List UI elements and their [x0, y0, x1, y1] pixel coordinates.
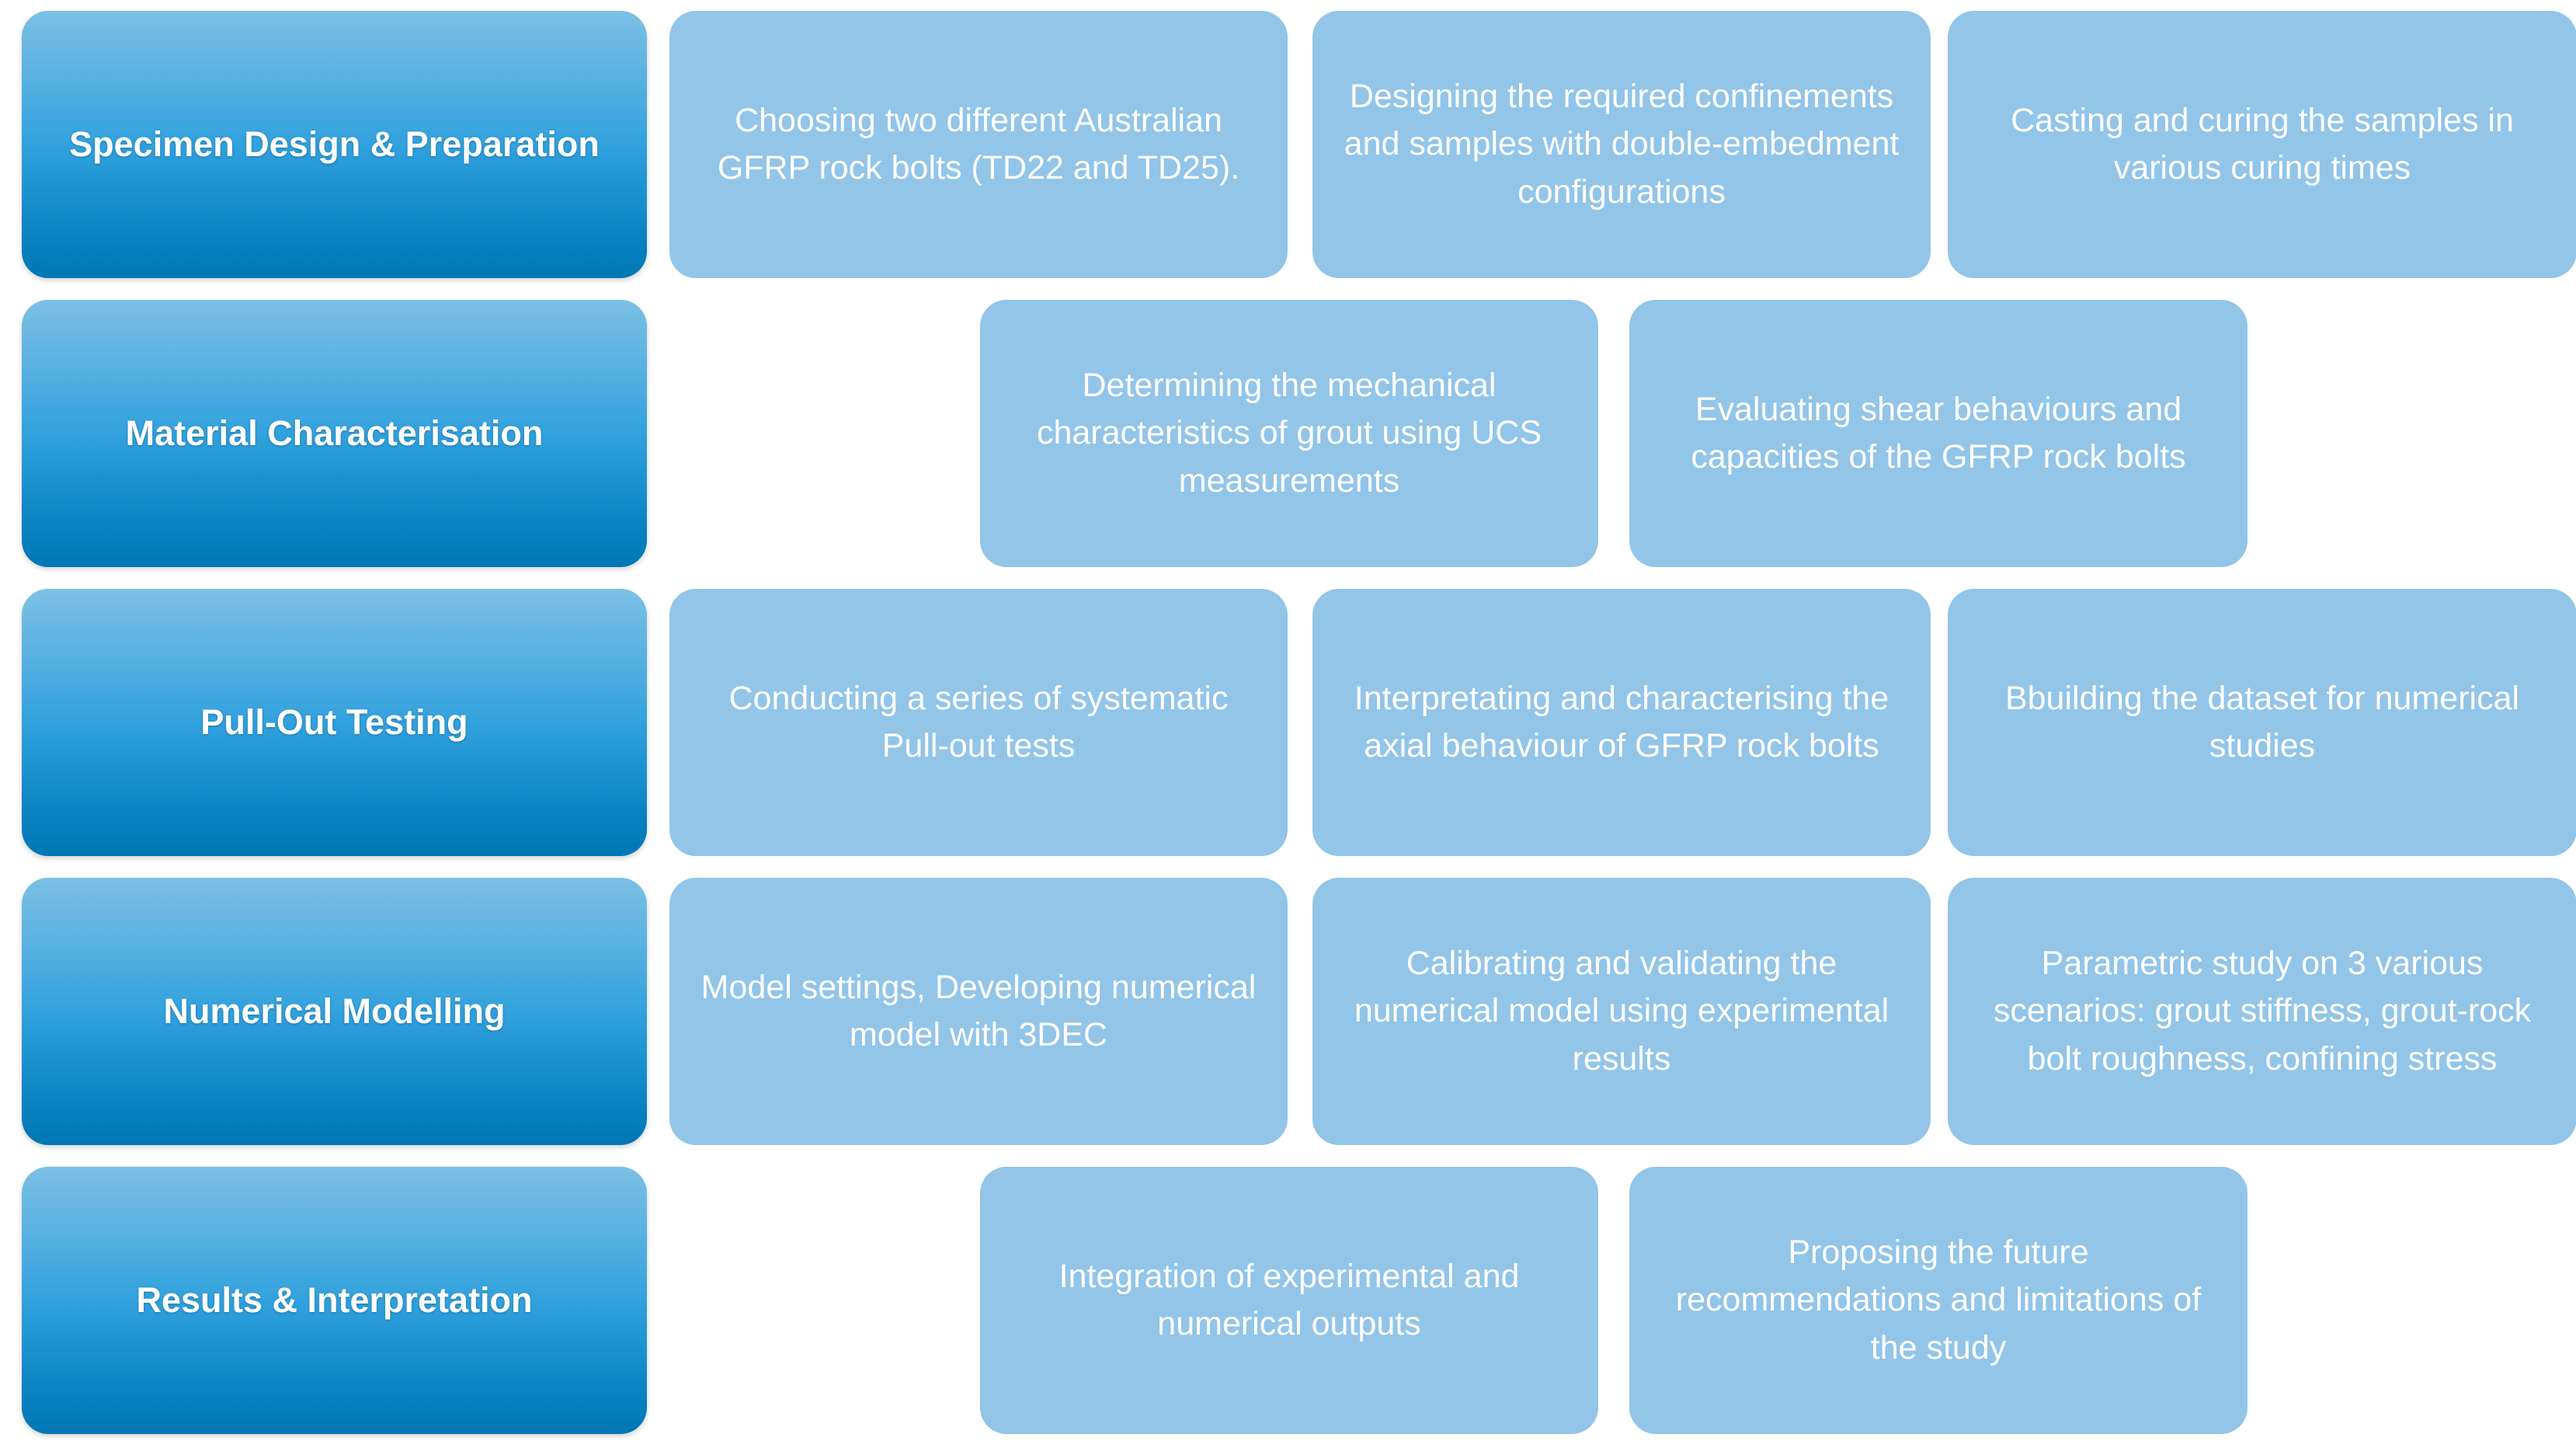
flow-row: Material Characterisation Determining th…: [0, 289, 2576, 578]
task-box-model-settings-3dec[interactable]: Model settings, Developing numerical mod…: [669, 878, 1288, 1145]
task-label: Proposing the future recommendations and…: [1675, 1234, 2202, 1366]
task-label: Conducting a series of systematic Pull-o…: [728, 679, 1229, 764]
task-box-calibrating-validating-model[interactable]: Calibrating and validating the numerical…: [1312, 878, 1931, 1145]
task-label: Evaluating shear behaviours and capaciti…: [1691, 390, 2186, 475]
task-label: Casting and curing the samples in variou…: [2011, 101, 2514, 186]
task-label: Calibrating and validating the numerical…: [1354, 945, 1889, 1077]
task-box-evaluating-shear-behaviours[interactable]: Evaluating shear behaviours and capaciti…: [1629, 300, 2247, 567]
flow-row: Results & Interpretation Integration of …: [0, 1156, 2576, 1445]
stage-label: Material Characterisation: [125, 413, 544, 454]
task-box-interpretating-axial-behaviour[interactable]: Interpretating and characterising the ax…: [1312, 589, 1931, 856]
task-label: Interpretating and characterising the ax…: [1354, 679, 1889, 764]
task-box-integration-outputs[interactable]: Integration of experimental and numerica…: [980, 1167, 1598, 1434]
task-box-building-dataset[interactable]: Bbuilding the dataset for numerical stud…: [1948, 589, 2576, 856]
stage-label: Results & Interpretation: [136, 1280, 533, 1321]
task-box-determining-grout-ucs[interactable]: Determining the mechanical characteristi…: [980, 300, 1598, 567]
stage-box-material-characterisation[interactable]: Material Characterisation: [22, 300, 647, 567]
stage-box-numerical-modelling[interactable]: Numerical Modelling: [22, 878, 647, 1145]
task-box-casting-curing[interactable]: Casting and curing the samples in variou…: [1948, 11, 2576, 278]
task-label: Designing the required confinements and …: [1344, 78, 1900, 211]
task-label: Model settings, Developing numerical mod…: [700, 968, 1257, 1053]
task-label: Parametric study on 3 various scenarios:…: [1993, 945, 2532, 1077]
task-box-choosing-rock-bolts[interactable]: Choosing two different Australian GFRP r…: [669, 11, 1288, 278]
task-label: Integration of experimental and numerica…: [1059, 1257, 1520, 1342]
stage-label: Specimen Design & Preparation: [69, 124, 600, 165]
task-box-parametric-study[interactable]: Parametric study on 3 various scenarios:…: [1948, 878, 2576, 1145]
stage-label: Numerical Modelling: [163, 991, 506, 1032]
task-box-future-recommendations[interactable]: Proposing the future recommendations and…: [1629, 1167, 2247, 1434]
stage-box-results-interpretation[interactable]: Results & Interpretation: [22, 1167, 647, 1434]
flow-row: Specimen Design & Preparation Choosing t…: [0, 0, 2576, 289]
task-label: Choosing two different Australian GFRP r…: [717, 101, 1240, 186]
stage-box-specimen-design-preparation[interactable]: Specimen Design & Preparation: [22, 11, 647, 278]
stage-label: Pull-Out Testing: [200, 702, 468, 743]
task-box-designing-confinements[interactable]: Designing the required confinements and …: [1312, 11, 1931, 278]
stage-box-pull-out-testing[interactable]: Pull-Out Testing: [22, 589, 647, 856]
flow-row: Numerical Modelling Model settings, Deve…: [0, 867, 2576, 1156]
flow-row: Pull-Out Testing Conducting a series of …: [0, 578, 2576, 867]
task-label: Determining the mechanical characteristi…: [1036, 367, 1542, 499]
task-box-conducting-pullout-tests[interactable]: Conducting a series of systematic Pull-o…: [669, 589, 1288, 856]
task-label: Bbuilding the dataset for numerical stud…: [2004, 679, 2520, 764]
